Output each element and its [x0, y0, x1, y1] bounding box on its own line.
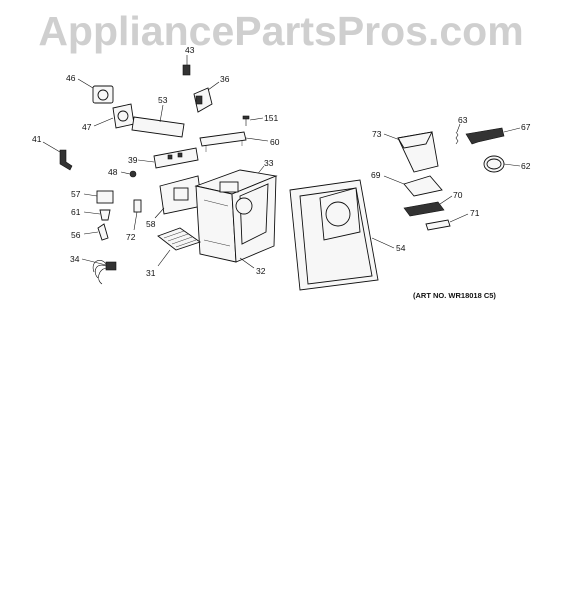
- part-69-actuator: [383, 175, 443, 197]
- part-58-housing-bracket: [154, 175, 203, 219]
- callout-69: 69: [371, 170, 381, 180]
- part-60-handle: [199, 131, 269, 152]
- part-41-bracket: [42, 141, 73, 171]
- part-34-wire-harness: [81, 258, 117, 285]
- callout-67: 67: [521, 122, 531, 132]
- part-54-door-panel: [289, 179, 395, 291]
- callout-53: 53: [158, 95, 168, 105]
- part-47-plate: [93, 103, 135, 129]
- callout-31: 31: [146, 268, 156, 278]
- part-61-grommet: [83, 209, 111, 221]
- part-43-clip: [182, 55, 191, 76]
- part-72-clip: [133, 199, 142, 231]
- callout-54: 54: [396, 243, 406, 253]
- art-number: (ART NO. WR18018 C5): [413, 291, 496, 300]
- callout-61: 61: [71, 207, 81, 217]
- part-48-screw: [120, 170, 137, 178]
- callout-47: 47: [82, 122, 92, 132]
- callout-71: 71: [470, 208, 480, 218]
- callout-58: 58: [146, 219, 156, 229]
- callout-46: 46: [66, 73, 76, 83]
- callout-62: 62: [521, 161, 531, 171]
- part-63-spring: [455, 123, 461, 145]
- callout-63: 63: [458, 115, 468, 125]
- part-57-switch-block: [83, 190, 114, 204]
- part-56-connector: [83, 223, 109, 241]
- callout-70: 70: [453, 190, 463, 200]
- callout-60: 60: [270, 137, 280, 147]
- callout-48: 48: [108, 167, 118, 177]
- part-62-ring: [483, 155, 521, 173]
- part-46-cap: [77, 78, 114, 104]
- part-151-screw: [242, 115, 264, 126]
- callout-33: 33: [264, 158, 274, 168]
- callout-151: 151: [264, 113, 278, 123]
- part-53-cover-panel: [131, 104, 185, 138]
- site-watermark: AppliancePartsPros.com: [38, 8, 524, 54]
- part-36-switch: [193, 81, 220, 113]
- callout-57: 57: [71, 189, 81, 199]
- part-31-drip-tray: [157, 227, 201, 267]
- part-67-bracket-arm: [465, 127, 521, 145]
- part-32-dispenser-housing: [194, 169, 278, 269]
- part-73-chute: [383, 131, 439, 173]
- part-39-control-board: [137, 147, 199, 169]
- callout-34: 34: [70, 254, 80, 264]
- callout-72: 72: [126, 232, 136, 242]
- callout-73: 73: [372, 129, 382, 139]
- callout-43: 43: [185, 45, 195, 55]
- callout-56: 56: [71, 230, 81, 240]
- part-71-pad: [425, 213, 469, 231]
- part-70-lever: [403, 195, 453, 217]
- callout-32: 32: [256, 266, 266, 276]
- callout-39: 39: [128, 155, 138, 165]
- callout-36: 36: [220, 74, 230, 84]
- callout-41: 41: [32, 134, 42, 144]
